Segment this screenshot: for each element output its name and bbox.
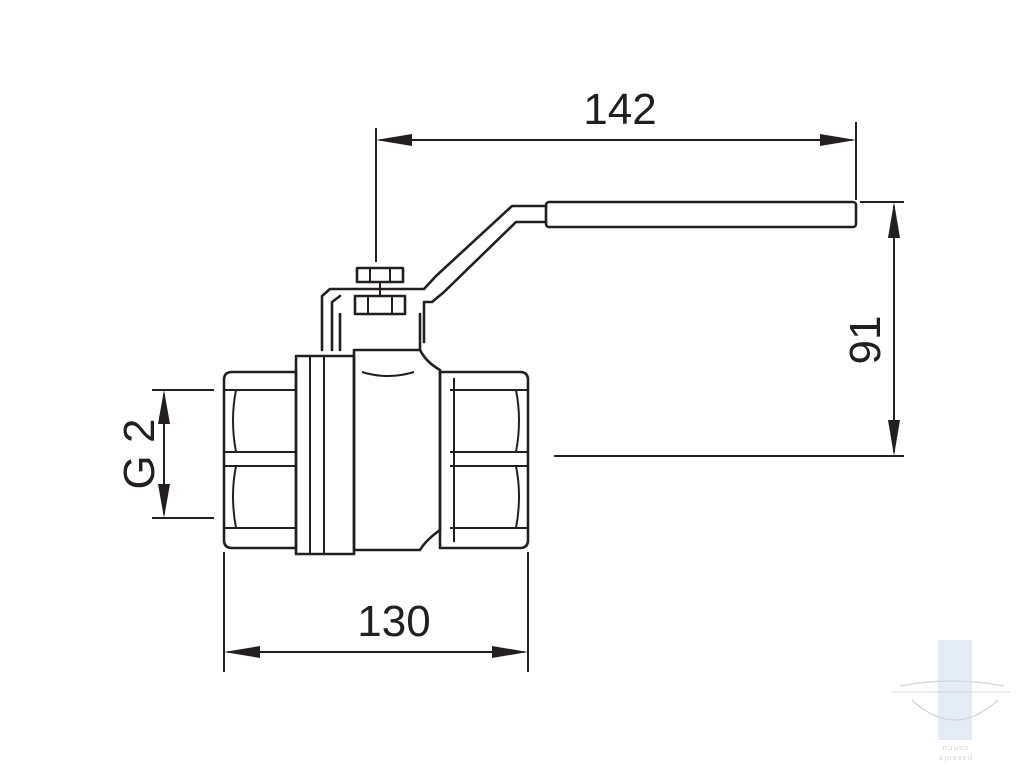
arrowhead: [820, 134, 856, 146]
arrowhead: [158, 484, 170, 518]
arrowhead: [376, 134, 412, 146]
valve-stem: [338, 266, 422, 352]
valve-body: [222, 348, 530, 556]
stem-nut-top: [355, 266, 405, 284]
left-hex-end: [222, 370, 298, 550]
lever-arm: [320, 204, 548, 352]
dimension-thread: G 2: [115, 389, 214, 519]
dimension-body-length: 130: [223, 552, 529, 672]
center-body: [352, 348, 442, 552]
watermark-text-2: pasaule: [938, 754, 972, 762]
lever-grip: [544, 200, 858, 229]
valve-lever: [320, 200, 858, 352]
stem-nut-bottom: [353, 294, 407, 316]
arrowhead: [888, 420, 900, 456]
dimension-label-130: 130: [357, 597, 430, 646]
dimension-height: 91: [554, 201, 904, 457]
arrowhead: [224, 646, 260, 658]
arrowhead: [888, 202, 900, 238]
dimension-label-thread: G 2: [115, 419, 164, 490]
watermark-text-1: vannu: [942, 744, 969, 752]
arrowhead: [492, 646, 528, 658]
dimension-lever-length: 142: [375, 85, 857, 262]
arrowhead: [158, 390, 170, 424]
right-hex-end: [438, 370, 530, 550]
dimension-label-91: 91: [841, 316, 890, 365]
dimension-label-142: 142: [583, 85, 656, 134]
watermark-logo: vannu pasaule: [892, 640, 1010, 762]
